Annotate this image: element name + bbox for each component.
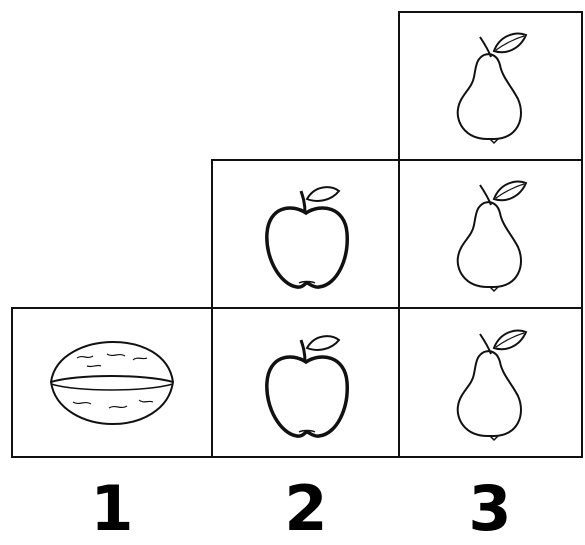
grid-cell-col3-row1 xyxy=(398,307,583,458)
pear-icon xyxy=(436,318,546,448)
grid-cell-col1-row1 xyxy=(11,307,213,458)
column-label-1: 1 xyxy=(52,478,172,540)
pear-icon xyxy=(436,169,546,299)
pear-icon xyxy=(436,21,546,151)
grid-cell-col3-row2 xyxy=(398,159,583,309)
grid-cell-col3-row3 xyxy=(398,11,583,161)
apple-icon xyxy=(251,169,361,299)
walnut-icon xyxy=(37,328,187,438)
column-label-2: 2 xyxy=(246,478,366,540)
grid-cell-col2-row2 xyxy=(211,159,400,309)
apple-icon xyxy=(251,318,361,448)
column-label-3: 3 xyxy=(430,478,550,540)
grid-cell-col2-row1 xyxy=(211,307,400,458)
